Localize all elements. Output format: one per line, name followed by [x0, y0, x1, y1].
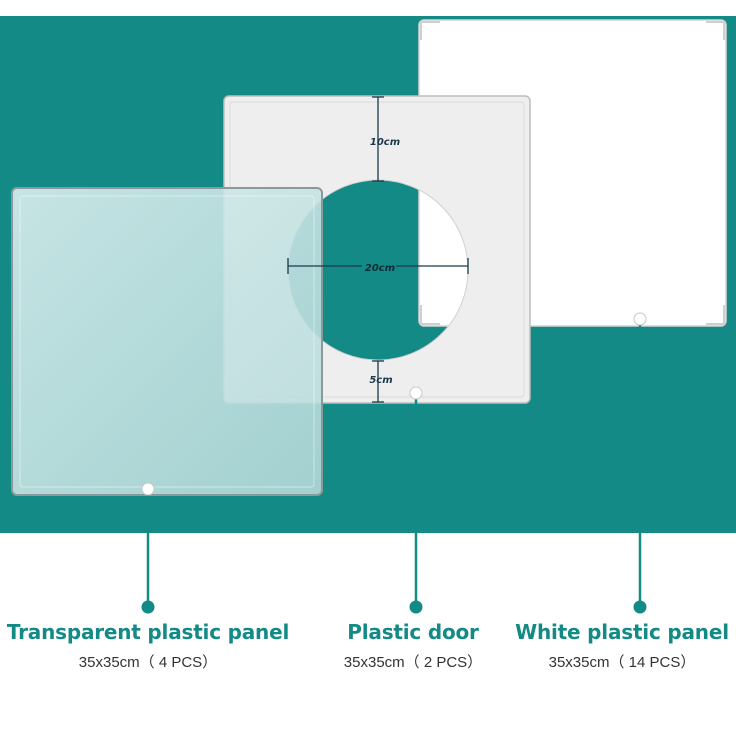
dim-hole-label: 20cm — [365, 263, 395, 274]
callout-anchor-dots — [141, 312, 647, 496]
plastic-door-size: 35x35cm（ 2 PCS） — [343, 654, 483, 671]
caption-transparent-panel: Transparent plastic panel 35x35cm（ 4 PCS… — [0, 620, 296, 672]
caption-white-panel: White plastic panel 35x35cm（ 14 PCS） — [508, 620, 736, 672]
plastic-door-name: Plastic door — [347, 620, 479, 644]
white-panel-size: 35x35cm（ 14 PCS） — [548, 654, 696, 671]
dim-top-label: 10cm — [370, 137, 400, 148]
white-panel-name: White plastic panel — [515, 620, 729, 644]
transparent-panel-name: Transparent plastic panel — [6, 620, 290, 644]
transparent-panel-size: 35x35cm（ 4 PCS） — [78, 654, 218, 671]
transparent-plastic-panel — [11, 187, 323, 496]
callout-pointers — [141, 320, 647, 614]
caption-plastic-door: Plastic door 35x35cm（ 2 PCS） — [318, 620, 508, 672]
dim-bottom-label: 5cm — [369, 375, 392, 386]
